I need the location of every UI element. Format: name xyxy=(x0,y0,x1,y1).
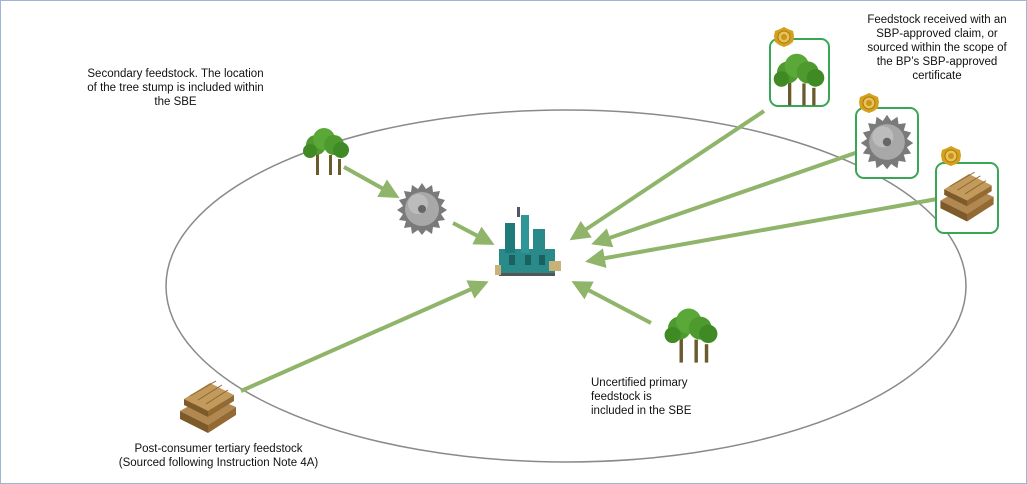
arrow-uncertified-tree-to-plant xyxy=(571,281,652,325)
certified-label-line: sourced within the scope of xyxy=(867,42,1007,54)
certified-label-line: the BP’s SBP-approved xyxy=(876,56,998,68)
arrow-certified-trees-to-plant xyxy=(569,109,766,241)
secondary-feedstock-label: Secondary feedstock. The location of the… xyxy=(53,67,298,109)
secondary-feedstock-tree-icon xyxy=(303,128,349,175)
post-consumer-label-line: Post-consumer tertiary feedstock xyxy=(134,443,303,455)
certified-label-line: certificate xyxy=(912,70,962,82)
certified-label-line: SBP-approved claim, or xyxy=(876,28,998,40)
arrow-secondary-tree-to-saw xyxy=(343,165,400,198)
post-consumer-label: Post-consumer tertiary feedstock (Source… xyxy=(96,442,341,470)
pellet-plant-icon xyxy=(495,207,561,276)
secondary-label-line: the SBE xyxy=(154,96,197,108)
arrow-post-consumer-to-plant xyxy=(240,280,489,393)
secondary-label-line: Secondary feedstock. The location xyxy=(87,68,264,80)
flow-arrows xyxy=(240,109,938,393)
arrow-certified-pallets-to-plant xyxy=(585,197,938,269)
secondary-sawmill-icon xyxy=(397,183,447,235)
uncertified-primary-tree-icon xyxy=(664,308,718,363)
uncertified-label-line: Uncertified primary xyxy=(591,377,688,389)
uncertified-label-line: included in the SBE xyxy=(591,405,692,417)
post-consumer-label-line: (Sourced following Instruction Note 4A) xyxy=(118,457,319,469)
sbe-boundary-ellipse xyxy=(165,109,967,463)
arrow-saw-to-plant xyxy=(452,221,495,245)
certified-feedstock-label: Feedstock received with an SBP-approved … xyxy=(837,13,1026,83)
arrow-certified-saw-to-plant xyxy=(591,149,862,248)
uncertified-primary-label: Uncertified primary feedstock is include… xyxy=(591,376,691,418)
secondary-label-line: of the tree stump is included within xyxy=(87,82,264,94)
certified-label-line: Feedstock received with an xyxy=(867,14,1007,26)
uncertified-label-line: feedstock is xyxy=(591,391,652,403)
post-consumer-wood-pallets-icon xyxy=(179,380,237,434)
